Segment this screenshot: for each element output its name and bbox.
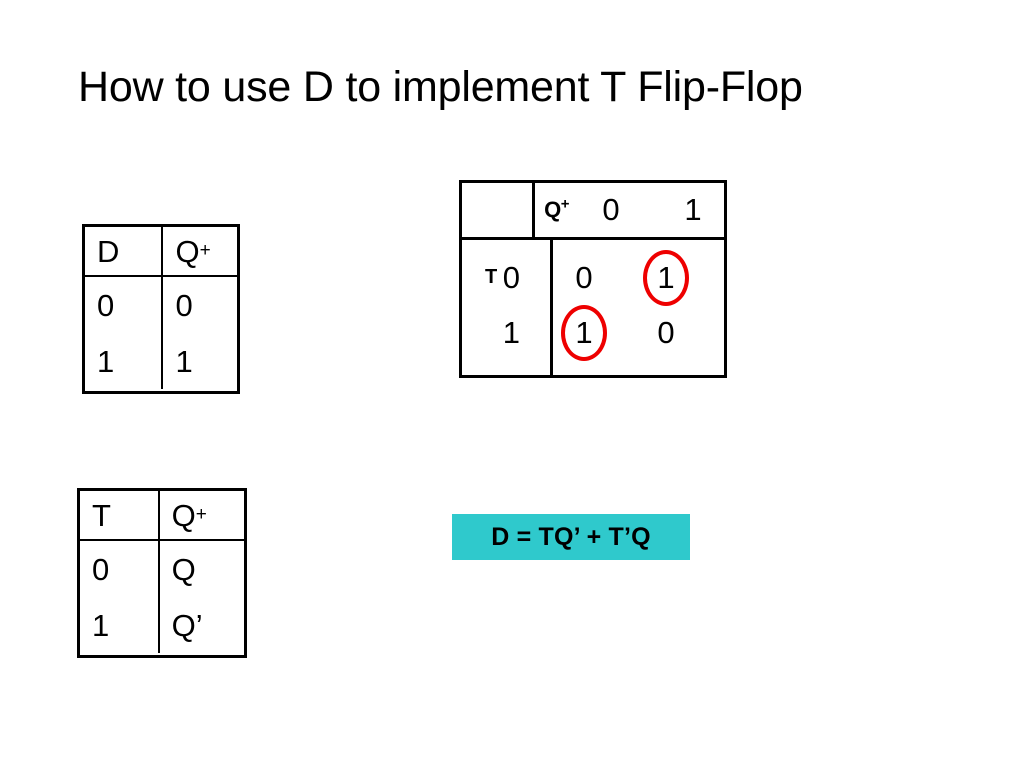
kmap-column-variable-superscript: + — [560, 195, 570, 213]
cell-qnext-1: Q’ — [171, 607, 203, 643]
equation-highlight-box: D = TQ’ + T’Q — [452, 514, 690, 560]
column-header-qnext: Q+ — [175, 233, 211, 269]
kmap-corner-cell — [462, 183, 536, 237]
column-header-d-label: D — [97, 233, 120, 269]
column-header-t: T — [80, 491, 160, 539]
d-characteristic-table: D Q+ 0 0 1 1 — [82, 224, 240, 394]
kmap-row-header-1: 1 — [462, 305, 550, 360]
t-characteristic-table: T Q+ 0 Q 1 Q’ — [77, 488, 247, 658]
kmap-cell-r1c1-value: 0 — [657, 314, 675, 350]
kmap-row-header-0-value: 0 — [502, 259, 520, 295]
page-title: How to use D to implement T Flip-Flop — [78, 63, 803, 111]
kmap-cell-r0c0-value: 0 — [575, 259, 593, 295]
table-row: 0 0 — [85, 277, 237, 333]
column-header-t-label: T — [92, 497, 111, 533]
kmap-column-variable-base: Q — [544, 197, 561, 222]
kmap-cell-r1c1: 0 — [635, 305, 697, 360]
column-header-qnext-base: Q — [175, 233, 200, 269]
table-header-row: D Q+ — [85, 227, 237, 277]
kmap-column-header-0: 0 — [602, 192, 620, 227]
table-row: 1 1 — [85, 333, 237, 389]
kmap-cell-r1c0: 1 — [553, 304, 615, 361]
equation-text: D = TQ’ + T’Q — [491, 522, 651, 551]
kmap-header-row: Q+ 0 1 — [462, 183, 724, 240]
column-header-d: D — [85, 227, 164, 275]
kmap-cell-row: 1 0 — [553, 304, 724, 361]
kmap-row-header-1-value: 1 — [502, 314, 520, 350]
kmap-cell-r0c1: 1 — [635, 249, 697, 306]
kmap-column-header-1: 1 — [684, 192, 702, 227]
column-header-qnext: Q+ — [171, 497, 207, 533]
column-header-qnext-base: Q — [171, 497, 196, 533]
kmap-row-variable-label: T — [485, 266, 497, 288]
cell-t-1: 1 — [80, 597, 160, 653]
kmap-column-headers: Q+ 0 1 — [535, 183, 724, 237]
kmap-cell-r0c0: 0 — [553, 250, 615, 305]
cell-t-0: 0 — [80, 541, 160, 597]
kmap-cell-r0c1-value: 1 — [657, 259, 675, 295]
table-header-row: T Q+ — [80, 491, 244, 541]
table-row: 0 Q — [80, 541, 244, 597]
cell-qnext-0: Q — [171, 551, 196, 587]
cell-d-0: 0 — [85, 277, 164, 333]
cell-d-1: 1 — [85, 333, 164, 389]
kmap-column-variable-label: Q+ — [544, 197, 569, 223]
table-row: 1 Q’ — [80, 597, 244, 653]
kmap-cell-r1c0-value: 1 — [575, 314, 593, 350]
cell-qnext-0: 0 — [175, 287, 193, 323]
kmap-cell-row: 0 1 — [553, 249, 724, 306]
kmap-cells: 0 1 1 0 — [553, 240, 724, 375]
cell-qnext-1: 1 — [175, 343, 193, 379]
